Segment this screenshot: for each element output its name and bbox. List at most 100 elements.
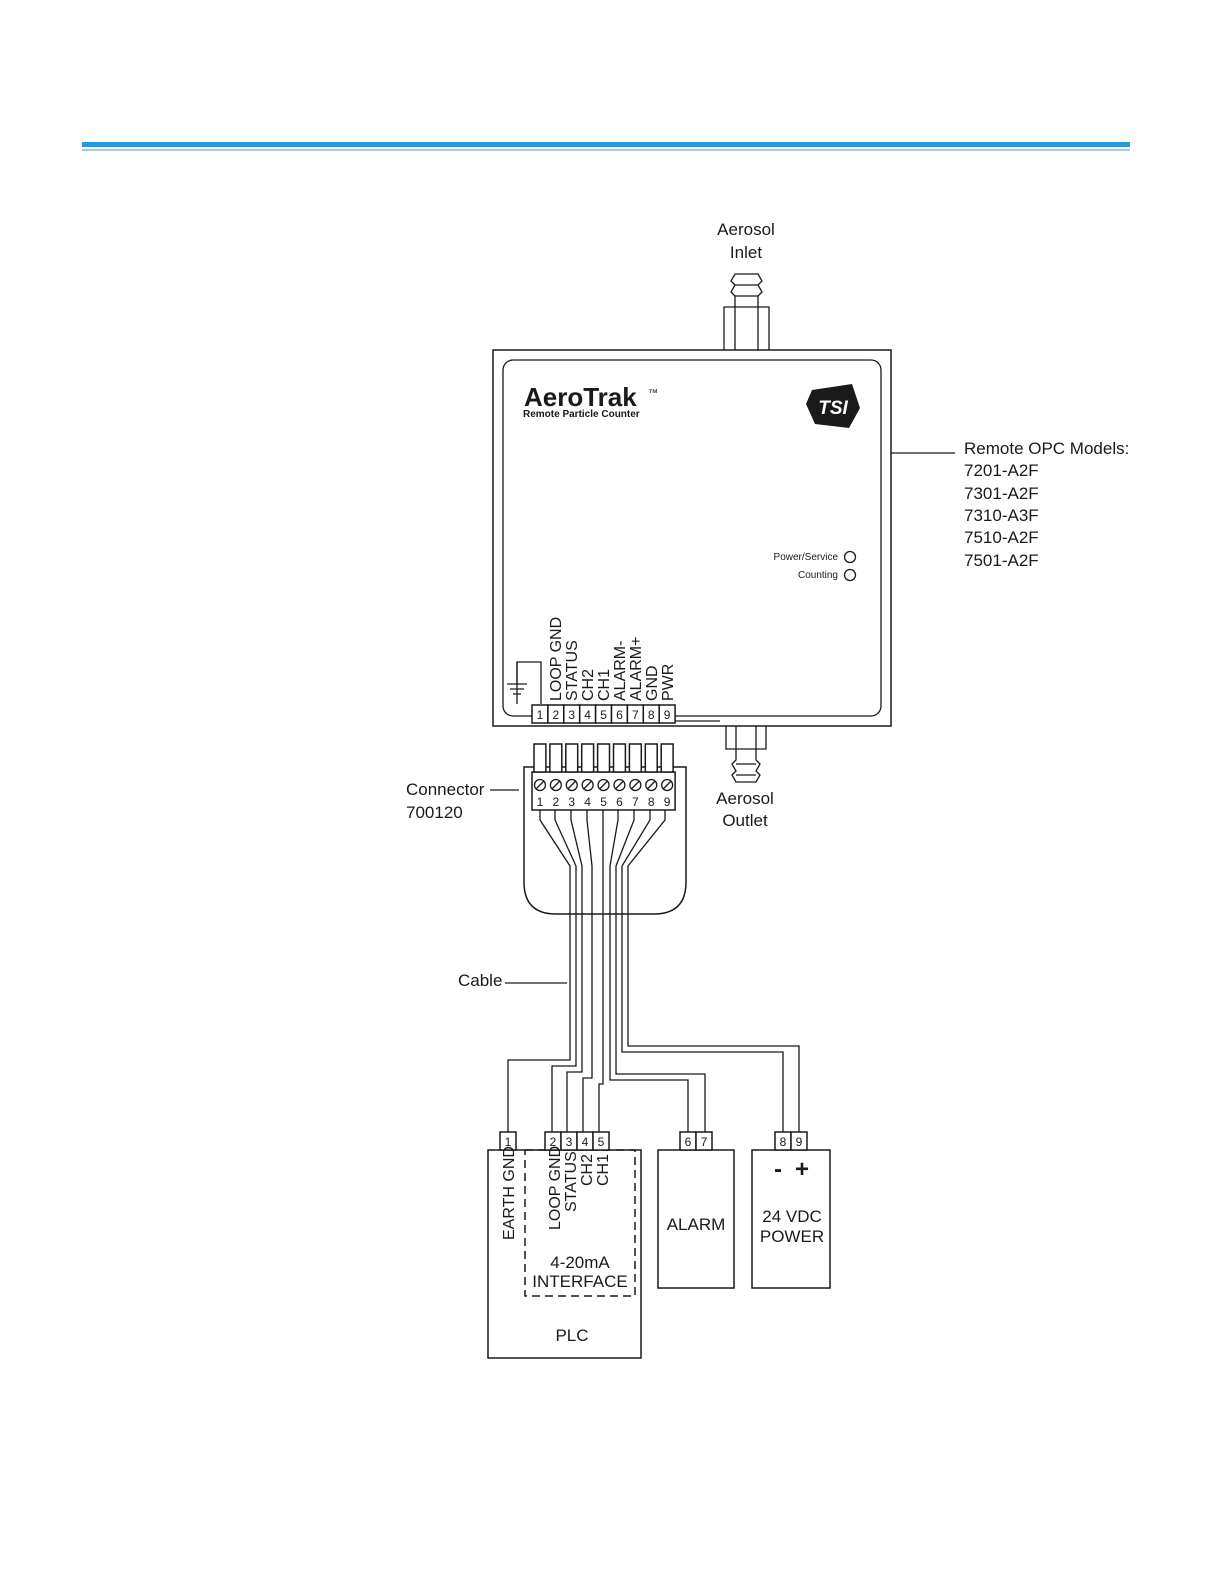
connector-pin-number: 2 <box>553 795 560 809</box>
alarm-title: ALARM <box>667 1215 726 1234</box>
screw-slot <box>551 780 561 790</box>
screw-icon <box>549 778 562 792</box>
aerotrak-logo: AeroTrak ™ Remote Particle Counter <box>523 382 658 420</box>
alarm-pin-6: 6 <box>679 1131 697 1151</box>
screw-icon <box>533 778 547 792</box>
header-rule-thin <box>82 149 1130 151</box>
earth-gnd-label: EARTH GND <box>501 1146 518 1240</box>
screw-slot <box>535 780 545 790</box>
pin-number: 2 <box>550 1135 557 1149</box>
device-terminal-labels: LOOP GND STATUS CH2 CH1 ALARM- ALARM+ GN… <box>548 617 677 701</box>
screw-icon <box>597 778 610 792</box>
header-rule <box>82 142 1130 151</box>
terminal-label-loop-gnd: LOOP GND <box>548 617 565 701</box>
brand-name: AeroTrak <box>524 382 637 412</box>
connector-tab <box>533 743 547 773</box>
screw-icon <box>661 778 674 792</box>
models-callout: Remote OPC Models: 7201-A2F 7301-A2F 731… <box>964 439 1129 570</box>
pin-number: 9 <box>796 1135 803 1149</box>
terminal-number: 3 <box>568 708 575 722</box>
connector-pin-number: 8 <box>648 795 655 809</box>
terminal-label-ch1: CH1 <box>596 669 613 701</box>
terminal-label-alarm-minus: ALARM- <box>612 641 629 701</box>
connector-pin-3: 3 <box>565 743 579 809</box>
terminal-label-ch2: CH2 <box>580 669 597 701</box>
brand-subtitle: Remote Particle Counter <box>523 409 640 420</box>
connector-pin-2: 2 <box>549 743 563 809</box>
screw-slot <box>567 780 577 790</box>
wire-6 <box>609 810 689 1132</box>
plus-icon: + <box>795 1156 809 1183</box>
plc-loop-gnd-label: LOOP GND <box>547 1146 564 1230</box>
connector-pin-8: 8 <box>644 743 658 809</box>
pin-number: 6 <box>685 1135 692 1149</box>
header-rule-main <box>82 142 1130 147</box>
terminal-number: 1 <box>537 708 544 722</box>
plc-pin-1: 1 <box>499 1131 517 1151</box>
terminal-label-alarm-plus: ALARM+ <box>628 637 645 701</box>
device-terminal-3: 3 <box>563 704 581 724</box>
device-terminal-5: 5 <box>594 704 613 724</box>
connector-pin-9: 9 <box>660 743 674 809</box>
connector-pin-number: 4 <box>584 795 591 809</box>
power-pin-9: 9 <box>790 1131 808 1151</box>
connector-label-line2: 700120 <box>406 803 463 822</box>
aerosol-inlet-fitting <box>723 273 770 350</box>
models-title: Remote OPC Models: <box>964 439 1129 458</box>
connector-tab <box>549 743 563 773</box>
power-label-line1: 24 VDC <box>762 1207 822 1226</box>
screw-icon <box>629 778 642 792</box>
device-terminal-1: 1 <box>531 704 549 724</box>
pin-number: 1 <box>505 1135 512 1149</box>
screw-icon <box>565 778 578 792</box>
indicator-label: Power/Service <box>774 552 839 563</box>
pin-number: 4 <box>582 1135 589 1149</box>
connector-pin-number: 3 <box>568 795 575 809</box>
plc-pin-4: 4 <box>576 1131 594 1151</box>
terminal-number: 5 <box>600 708 607 722</box>
model-item: 7501-A2F <box>964 551 1039 570</box>
wire-7 <box>615 810 706 1132</box>
connector-pin-5: 5 <box>596 743 611 809</box>
connector-tab <box>596 743 611 773</box>
connector-pin-number: 5 <box>600 795 607 809</box>
screw-slot <box>646 780 656 790</box>
terminal-label-status: STATUS <box>564 640 581 701</box>
led-icon <box>843 550 857 564</box>
indicator-label: Counting <box>798 570 838 581</box>
plc-ch1-label: CH1 <box>595 1154 612 1186</box>
terminal-label-gnd: GND <box>644 665 661 701</box>
maker-logo-text: TSI <box>818 398 848 419</box>
pin-number: 8 <box>780 1135 787 1149</box>
led-icon <box>843 568 857 582</box>
screw-slot <box>583 780 593 790</box>
screw-icon <box>613 778 626 792</box>
interface-label-line1: 4-20mA <box>550 1253 610 1272</box>
tsi-logo-icon: TSI <box>806 384 860 428</box>
aerosol-outlet-fitting <box>725 726 767 783</box>
connector-label-line1: Connector <box>406 780 485 799</box>
minus-icon: - <box>774 1156 782 1183</box>
brand-trademark: ™ <box>648 388 658 399</box>
screw-icon <box>645 778 658 792</box>
plc-pin-5: 5 <box>592 1131 610 1151</box>
indicator-power-service: Power/Service <box>774 550 857 564</box>
terminal-number: 6 <box>616 708 623 722</box>
connector-pin-4: 4 <box>580 743 595 809</box>
screw-slot <box>599 780 609 790</box>
connector-tab <box>580 743 595 773</box>
terminal-number: 8 <box>648 708 655 722</box>
terminal-number: 2 <box>553 708 560 722</box>
inlet-label-line1: Aerosol <box>717 220 775 239</box>
connector-pin-7: 7 <box>628 743 643 809</box>
connector-tab <box>644 743 658 773</box>
interface-label-line2: INTERFACE <box>532 1272 627 1291</box>
pin-number: 5 <box>598 1135 605 1149</box>
terminal-number: 9 <box>664 708 671 722</box>
device-terminal-7: 7 <box>626 704 645 724</box>
outlet-label-line2: Outlet <box>722 811 768 830</box>
